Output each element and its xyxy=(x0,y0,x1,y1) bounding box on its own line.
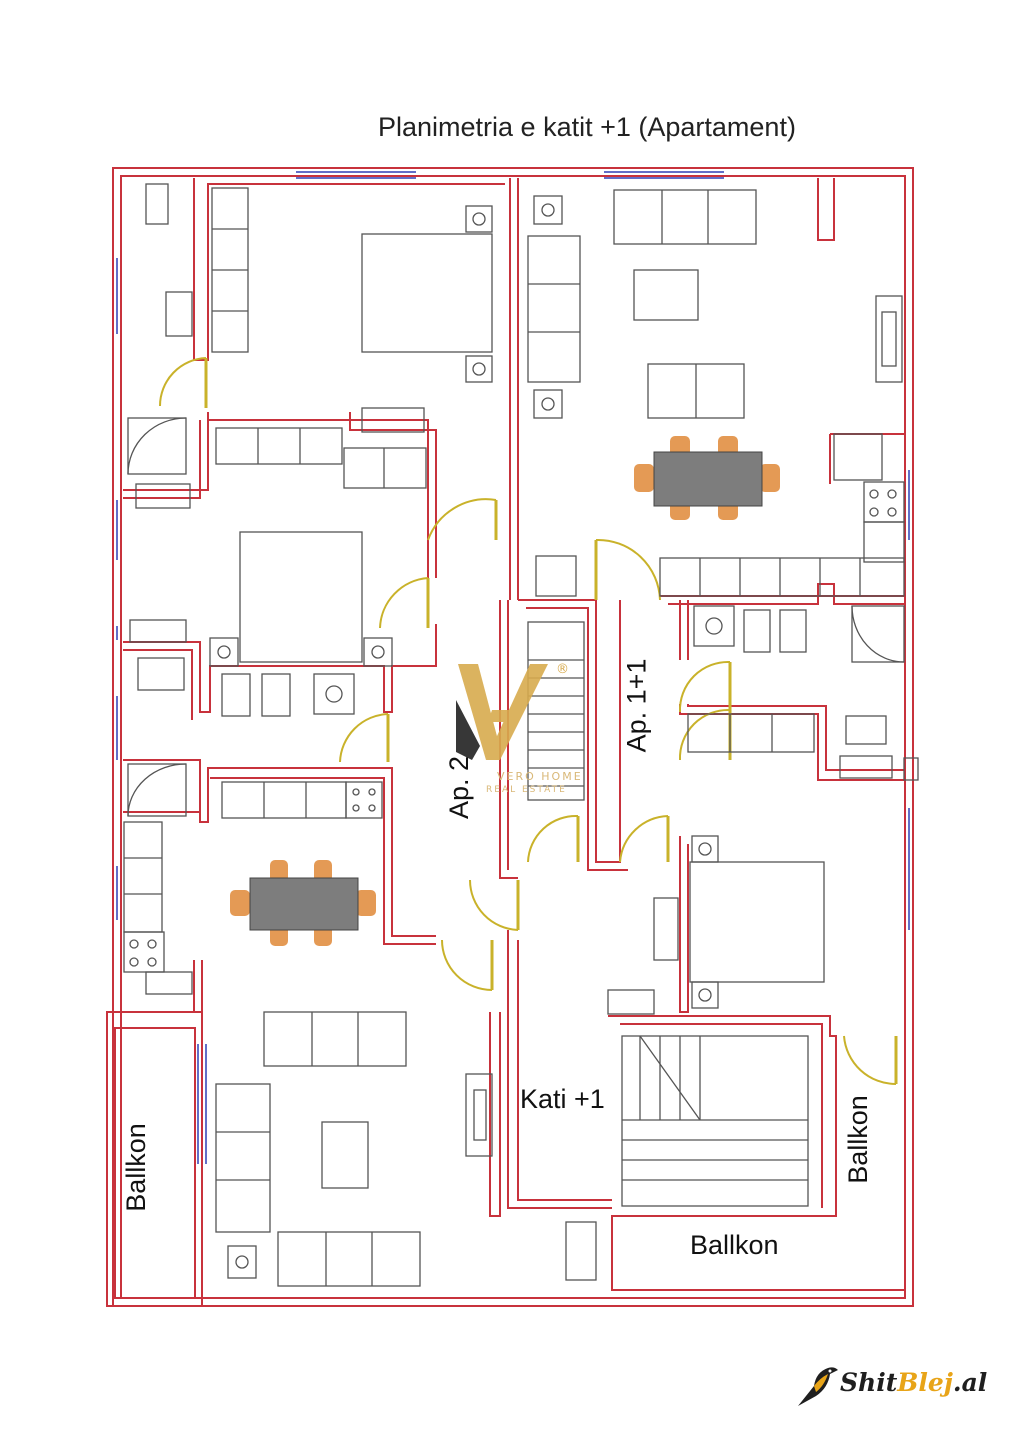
brand-part3: .al xyxy=(952,1368,988,1397)
label-floor: Kati +1 xyxy=(520,1084,605,1114)
label-balcony-right: Ballkon xyxy=(842,1095,873,1184)
doors xyxy=(158,357,897,1086)
label-ap11: Ap. 1+1 xyxy=(621,658,652,753)
watermark-name: VERO HOME xyxy=(497,770,583,783)
dining-tables xyxy=(230,436,780,946)
plan-title: Planimetria e katit +1 (Apartament) xyxy=(378,112,796,142)
brand-part2: Blej xyxy=(897,1368,953,1397)
door-leaves xyxy=(204,358,898,1084)
brand-part1: Shit xyxy=(840,1368,898,1397)
windows xyxy=(116,171,910,1164)
label-balcony-left: Ballkon xyxy=(120,1123,151,1212)
label-ap2: Ap. 2 xyxy=(444,755,475,820)
bird-logo-icon xyxy=(798,1367,838,1406)
watermark-logo xyxy=(456,664,548,760)
furniture xyxy=(123,183,919,1287)
brand-logo[interactable]: ShitBlej.al xyxy=(840,1368,987,1397)
watermark-registered: ® xyxy=(556,662,569,677)
watermark-sub: REAL ESTATE xyxy=(486,785,567,795)
label-balcony-bottom: Ballkon xyxy=(690,1230,779,1260)
